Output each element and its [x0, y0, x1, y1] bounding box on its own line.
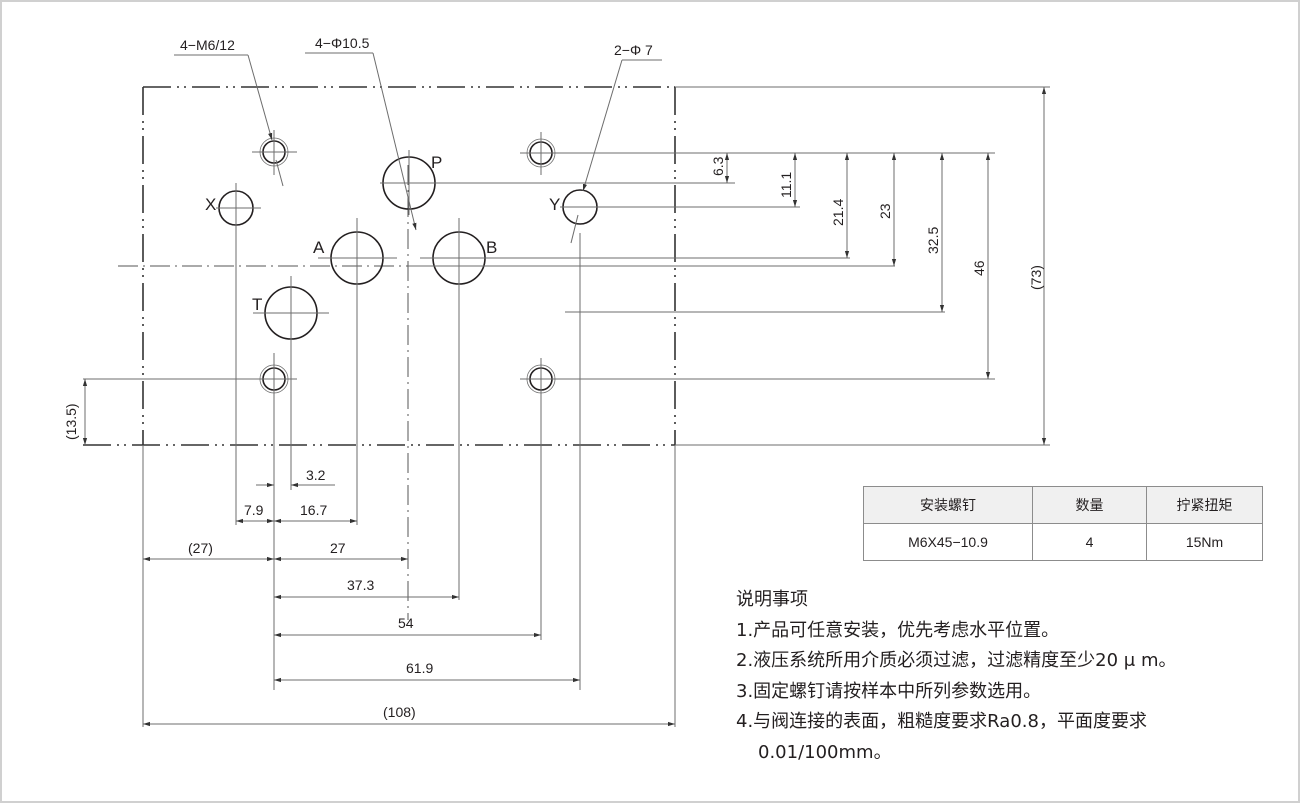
dim-21-4: 21.4	[830, 153, 850, 258]
callout-tapped-holes: 4−M6/12	[174, 37, 284, 187]
dim-54: 54	[274, 615, 541, 638]
dim-46: 46	[971, 153, 991, 379]
dim-108: (108)	[143, 704, 675, 727]
notes-title: 说明事项	[736, 589, 808, 610]
dim-27-ref: (27)	[143, 540, 274, 562]
callout-label-main-ports: 4−Φ10.5	[315, 35, 370, 51]
dim-7-9: 7.9	[236, 502, 274, 524]
svg-text:(108): (108)	[383, 704, 416, 720]
dim-37-3: 37.3	[274, 577, 459, 600]
svg-text:11.1: 11.1	[778, 172, 794, 198]
port-label-t: T	[252, 295, 262, 314]
port-label-y: Y	[549, 195, 560, 214]
svg-text:27: 27	[330, 540, 346, 556]
svg-text:(13.5): (13.5)	[63, 403, 79, 440]
svg-text:23: 23	[877, 203, 893, 219]
tapped-hole-bottom-right	[520, 358, 995, 640]
tapped-hole-top-left	[252, 130, 297, 175]
tapped-hole-top-right	[520, 132, 995, 175]
notes-section: 说明事项 1.产品可任意安装，优先考虑水平位置。 2.液压系统所用介质必须过滤，…	[736, 585, 1177, 768]
table-header-row: 安装螺钉 数量 拧紧扭矩	[863, 486, 1263, 524]
port-label-p: P	[431, 153, 442, 172]
dim-73: (73)	[1028, 87, 1047, 445]
port-label-b: B	[486, 238, 497, 257]
cell-screw: M6X45−10.9	[863, 523, 1033, 561]
svg-text:37.3: 37.3	[347, 577, 374, 593]
cell-torque: 15Nm	[1146, 523, 1263, 561]
svg-text:32.5: 32.5	[925, 227, 941, 254]
dim-61-9: 61.9	[274, 660, 580, 683]
note-item: 3.固定螺钉请按样本中所列参数选用。	[736, 680, 1042, 702]
note-item: 2.液压系统所用介质必须过滤，过滤精度至少20 μ m。	[736, 650, 1177, 671]
header-screw: 安装螺钉	[863, 486, 1033, 524]
port-b	[420, 218, 850, 600]
callout-main-ports: 4−Φ10.5	[305, 35, 417, 231]
svg-text:21.4: 21.4	[830, 199, 846, 226]
svg-text:3.2: 3.2	[306, 467, 326, 483]
port-y	[560, 189, 800, 690]
cell-quantity: 4	[1032, 523, 1147, 561]
mounting-screw-table: 安装螺钉 数量 拧紧扭矩 M6X45−10.9 4 15Nm	[863, 486, 1263, 561]
header-quantity: 数量	[1032, 486, 1147, 524]
svg-text:7.9: 7.9	[244, 502, 264, 518]
dim-23: 23	[877, 153, 897, 266]
port-x	[216, 183, 261, 525]
svg-text:(73): (73)	[1028, 265, 1044, 290]
dim-6-3: 6.3	[710, 153, 730, 183]
dim-32-5: 32.5	[925, 153, 945, 312]
svg-text:61.9: 61.9	[406, 660, 433, 676]
header-torque: 拧紧扭矩	[1146, 486, 1263, 524]
dim-27: 27	[274, 540, 408, 562]
svg-text:16.7: 16.7	[300, 502, 327, 518]
port-a	[318, 218, 397, 525]
dim-16-7: 16.7	[274, 502, 357, 524]
table-row: M6X45−10.9 4 15Nm	[863, 523, 1263, 561]
svg-text:(27): (27)	[188, 540, 213, 556]
svg-text:6.3: 6.3	[710, 156, 726, 176]
port-t	[253, 276, 329, 490]
port-label-x: X	[205, 195, 216, 214]
callout-pilot-ports: 2−Φ 7	[570, 42, 662, 244]
body-outline	[83, 86, 676, 446]
port-label-a: A	[313, 238, 325, 257]
svg-text:46: 46	[971, 260, 987, 276]
dim-3-2: 3.2	[256, 467, 335, 488]
note-item: 4.与阀连接的表面，粗糙度要求Ra0.8，平面度要求	[736, 711, 1147, 732]
callout-label-tapped: 4−M6/12	[180, 37, 235, 53]
note-item-continuation: 0.01/100mm。	[758, 741, 892, 763]
dim-11-1: 11.1	[778, 153, 798, 207]
port-p	[380, 150, 735, 215]
dim-13-5: (13.5)	[63, 379, 88, 445]
svg-text:54: 54	[398, 615, 414, 631]
callout-label-pilot-ports: 2−Φ 7	[614, 42, 653, 58]
note-item: 1.产品可任意安装，优先考虑水平位置。	[736, 619, 1060, 641]
